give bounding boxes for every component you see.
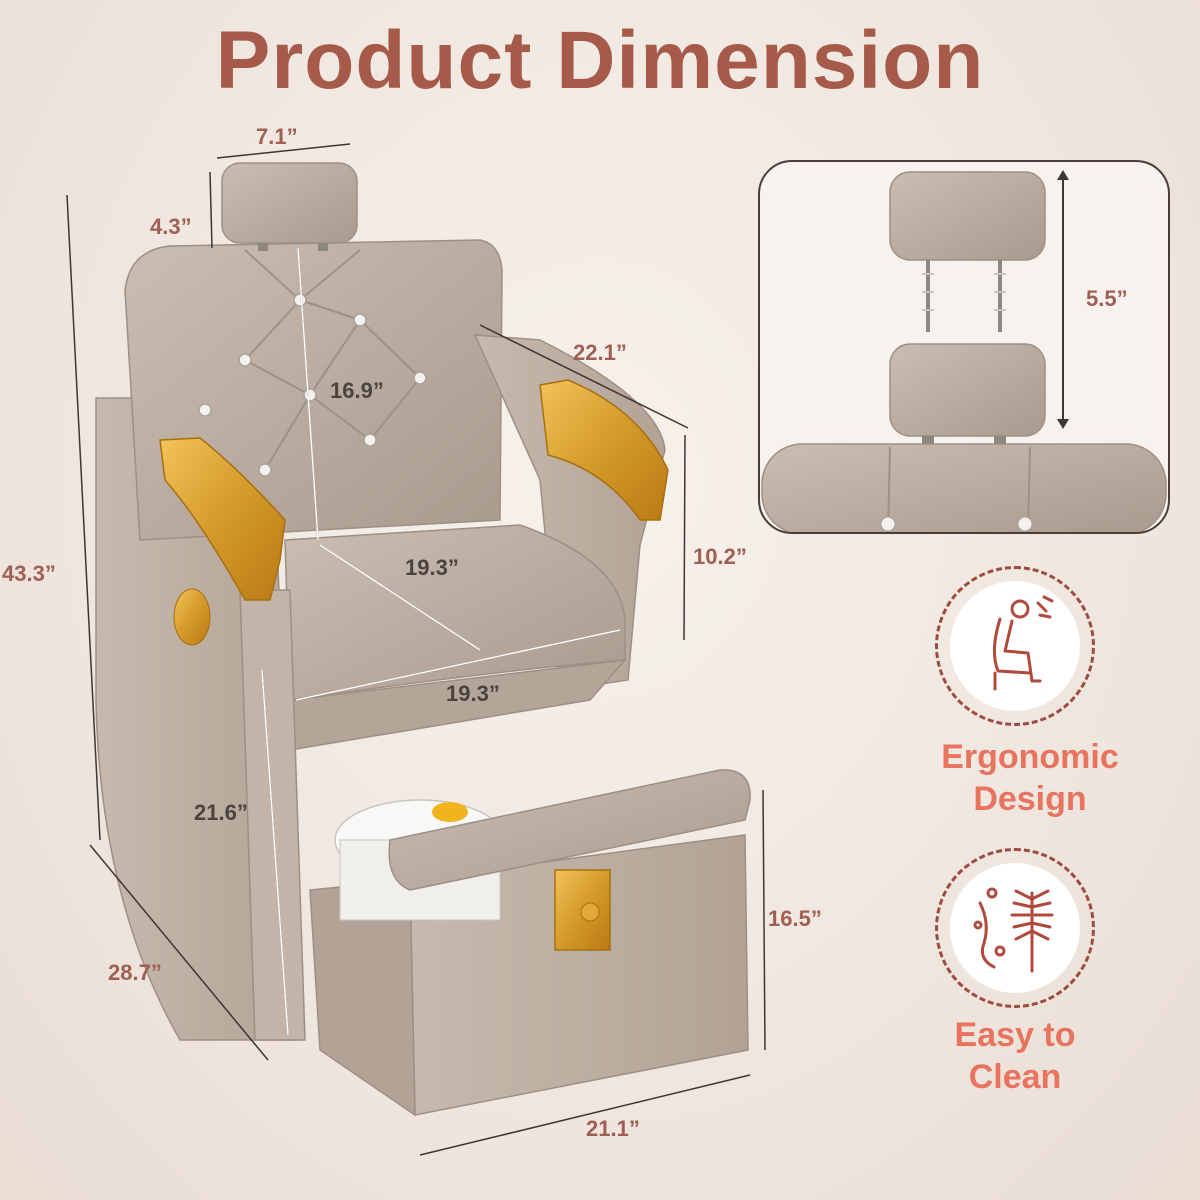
ergonomic-seat-icon <box>993 595 1054 691</box>
page-title: Product Dimension <box>215 15 985 106</box>
footrest-width-label: 21.1” <box>586 1116 640 1141</box>
footrest-cushion <box>388 769 751 891</box>
easy-clean-feature-label: Easy to Clean <box>885 1014 1145 1098</box>
feature-label-line: Ergonomic <box>941 738 1119 776</box>
headrest-adjust-label: 5.5” <box>1086 286 1128 311</box>
raised-headrest <box>889 171 1046 261</box>
chair-headrest <box>221 162 358 244</box>
headrest-width-label: 7.1” <box>256 124 298 149</box>
backrest-top <box>761 443 1167 532</box>
seat-height-label: 21.6” <box>194 800 248 825</box>
armrest-length-label: 22.1” <box>573 340 627 365</box>
ergonomic-feature-label: Ergonomic Design <box>900 736 1160 820</box>
cleaning-brush-icon <box>973 887 1054 973</box>
headrest-height-label: 4.3” <box>150 214 192 239</box>
backrest-height-label: 16.9” <box>330 378 384 403</box>
seat-width-label: 19.3” <box>446 681 500 706</box>
right-gold-armrest <box>539 379 669 521</box>
ergonomic-feature-badge <box>935 566 1095 726</box>
seat-depth-label: 19.3” <box>405 555 459 580</box>
lowered-headrest <box>889 343 1046 437</box>
easy-clean-feature-badge <box>935 848 1095 1008</box>
feature-label-line: Easy to <box>954 1016 1076 1054</box>
feature-label-line: Design <box>973 780 1087 818</box>
backrest-tufting <box>244 249 421 471</box>
crystal-buttons <box>198 293 427 477</box>
base-depth-label: 28.7” <box>108 960 162 985</box>
overall-height-label: 43.3” <box>2 561 56 586</box>
armrest-height-label: 10.2” <box>693 544 747 569</box>
left-gold-armrest <box>159 437 286 601</box>
feature-label-line: Clean <box>968 1058 1062 1096</box>
headrest-adjustment-inset: 5.5” <box>758 160 1170 534</box>
footrest-height-label: 16.5” <box>768 906 822 931</box>
headrest-adjustment-illustration <box>761 170 1167 532</box>
